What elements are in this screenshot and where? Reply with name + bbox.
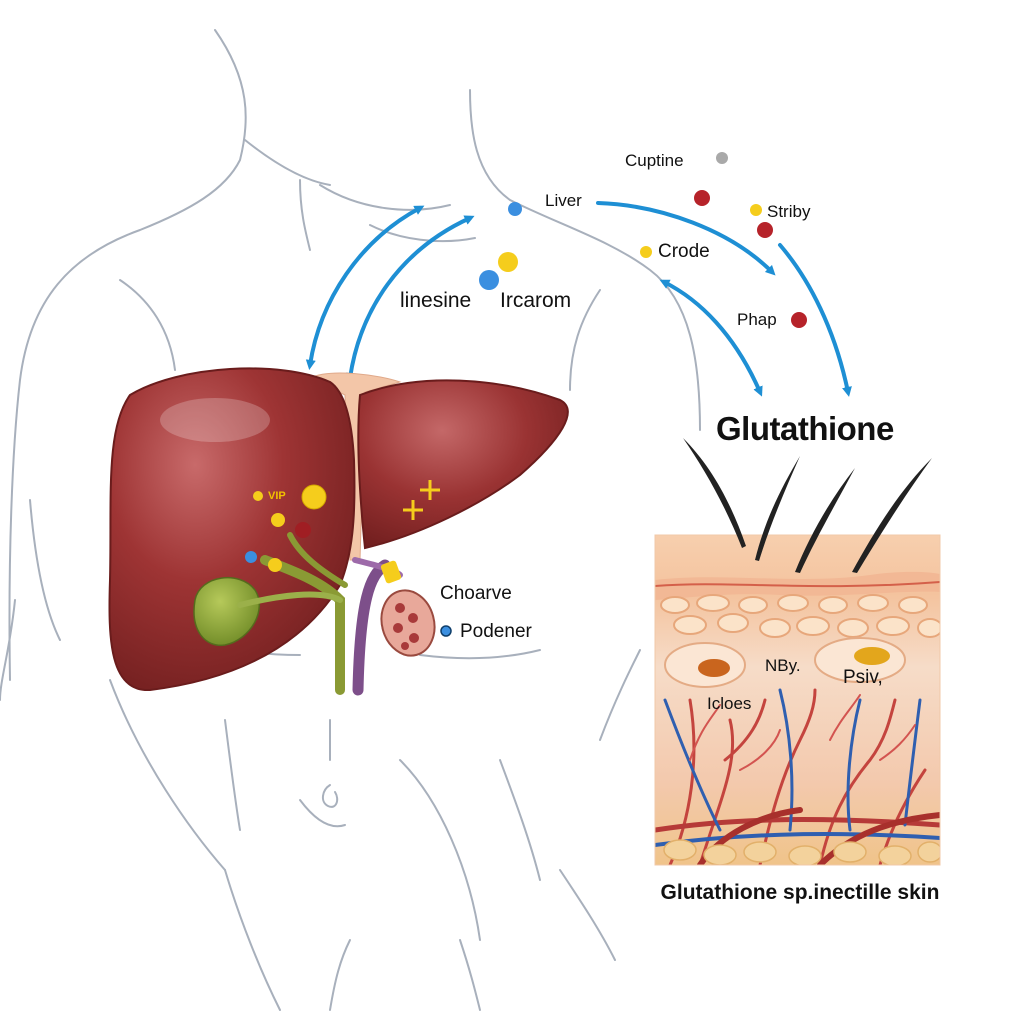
hair-strands [683,438,932,573]
liver-left-lobe [108,367,356,692]
skin-cross-section [654,438,941,866]
label-trcarom: Ircarom [500,289,572,312]
label-psiv: Psiv, [843,667,883,688]
label-podener: Podener [460,621,532,642]
label-nby: NBy. [765,656,801,675]
duct-clip [380,560,402,584]
flow-arrows [305,201,852,397]
label-cuptine: Cuptine [625,151,684,170]
label-choarve: Choarve [440,583,512,604]
podener-marker [440,625,452,637]
label-vip: VIP [268,490,286,502]
label-linesine: linesine [400,289,472,312]
skin-caption: Glutathione sp.inectille skin [660,881,940,904]
label-phap: Phap [737,310,777,329]
liver-molecules [245,480,440,572]
label-icloes: Icloes [707,694,752,713]
label-liver: Liver [545,191,582,210]
liver-right-lobe [357,379,569,550]
gallbladder [193,576,261,646]
label-crode: Crode [658,241,710,262]
cross-section [380,589,436,657]
liver-highlight [160,398,270,442]
diagram-title: Glutathione [716,410,894,447]
label-striby: Striby [767,202,811,221]
molecules [479,152,807,328]
